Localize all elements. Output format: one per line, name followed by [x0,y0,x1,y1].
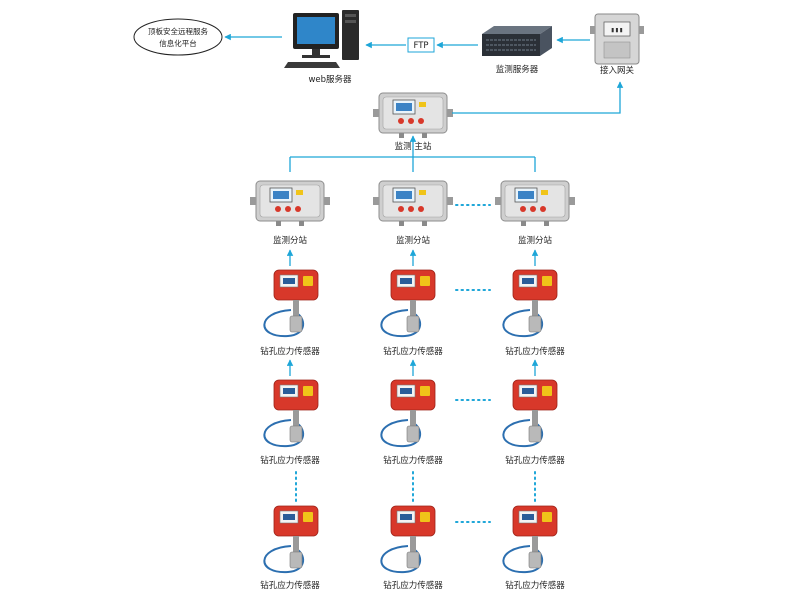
sensor-device-icon [502,269,558,338]
sensor-col1-row3: 钻孔应力传感器 [260,505,320,591]
substation-2: 监测分站 [372,180,454,246]
svg-text:▮▮▮: ▮▮▮ [611,26,624,34]
arrow-mainstation-to-gateway [452,81,624,114]
desktop-computer-icon [284,10,359,68]
gateway-node: ▮▮▮ 接入网关 [590,13,644,76]
sensor-label: 钻孔应力传感器 [260,455,320,466]
substation-3: 监测分站 [494,180,576,246]
sensor-device-icon [380,505,436,574]
web-server-node: web服务器 [284,10,359,85]
platform-label-line1: 顶板安全远程服务 [148,26,208,36]
sensor-device-icon [380,269,436,338]
gateway-label: 接入网关 [600,65,635,76]
sensor-label: 钻孔应力传感器 [260,346,320,357]
monitor-server-node: 监测服务器 [482,26,552,75]
ftp-node: FTP [407,37,435,53]
rack-server-icon [482,26,552,56]
platform-label-line2: 信息化平台 [159,38,197,48]
substation-1: 监测分站 [249,180,331,246]
substation-device-icon [249,180,331,227]
sensor-device-icon [502,379,558,448]
gateway-device-icon: ▮▮▮ [590,13,644,65]
sensor-device-icon [263,379,319,448]
substation-label: 监测分站 [518,235,553,246]
sensor-col1-row1: 钻孔应力传感器 [260,269,320,357]
sensor-col2-row3: 钻孔应力传感器 [380,505,443,591]
sensor-col3-row3: 钻孔应力传感器 [502,505,565,591]
substation-device-icon [372,180,454,227]
substation-device-icon [494,180,576,227]
sensor-device-icon [263,269,319,338]
sensor-device-icon [263,505,319,574]
sensor-label: 钻孔应力传感器 [260,580,320,591]
sensor-col2-row2: 钻孔应力传感器 [380,379,443,466]
sensor-label: 钻孔应力传感器 [383,455,443,466]
sensor-col2-row1: 钻孔应力传感器 [380,269,443,357]
sensor-col3-row1: 钻孔应力传感器 [502,269,565,357]
sensor-label: 钻孔应力传感器 [505,346,565,357]
main-station-device-icon [372,92,454,139]
sensor-col1-row2: 钻孔应力传感器 [260,379,320,466]
sensor-label: 钻孔应力传感器 [505,455,565,466]
ftp-label: FTP [413,41,428,51]
sensor-device-icon [502,505,558,574]
substation-label: 监测分站 [396,235,431,246]
sensor-col3-row2: 钻孔应力传感器 [502,379,565,466]
monitor-server-label: 监测服务器 [496,64,539,75]
sensor-label: 钻孔应力传感器 [383,580,443,591]
bus-substations-to-main [289,135,536,172]
sensor-label: 钻孔应力传感器 [383,346,443,357]
web-server-label: web服务器 [308,74,352,85]
platform-node: 顶板安全远程服务 信息化平台 [133,18,223,56]
substation-label: 监测分站 [273,235,308,246]
sensor-device-icon [380,379,436,448]
sensor-label: 钻孔应力传感器 [505,580,565,591]
